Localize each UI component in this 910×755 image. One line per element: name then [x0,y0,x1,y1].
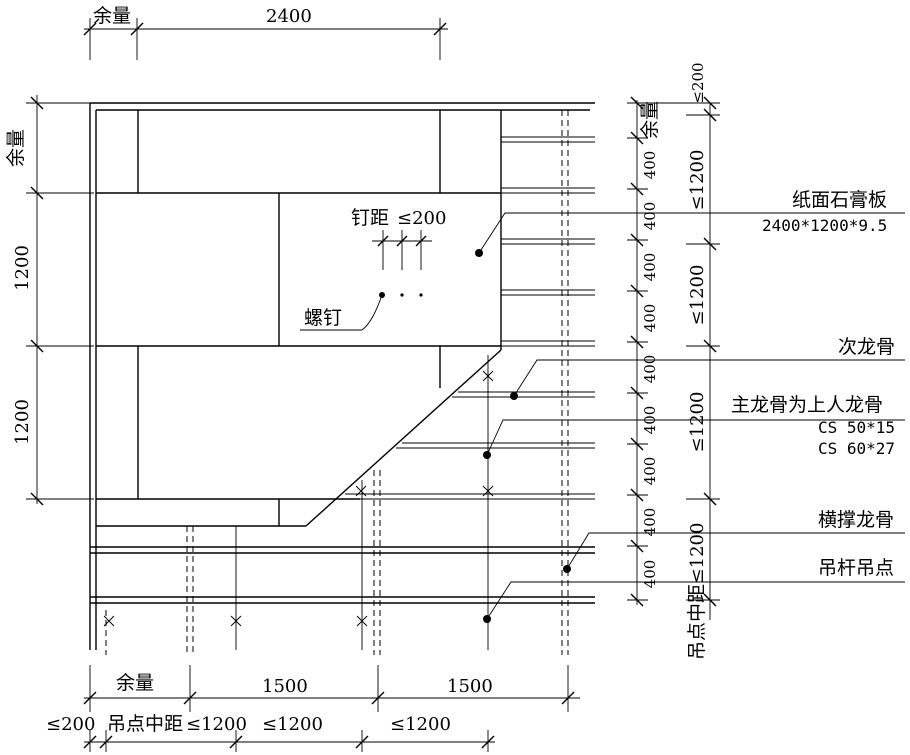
left-1200-label-a: 1200 [12,245,33,291]
hanger-point-label: 吊杆吊点 [818,557,894,579]
right-yuliang-label: 余量 [639,101,661,139]
hanger-rods [235,355,489,650]
bottom-le1200-label-a: ≤1200 [186,714,247,735]
left-1200-label-b: 1200 [12,399,33,445]
nail-spacing-label: 钉距 [351,207,389,229]
top-yuliang-label: 余量 [93,5,131,27]
leader-labels: 纸面石膏板 2400*1200*9.5 次龙骨 主龙骨为上人龙骨 CS 50*1… [475,188,905,623]
bottom-le1200-label-c: ≤1200 [390,714,451,735]
main-keel-spec-1: CS 50*15 [818,418,895,437]
top-dimension: 余量 2400 [83,5,448,60]
bottom-le1200-label-b: ≤1200 [262,714,323,735]
hanger-point-marks [103,370,494,627]
right-le1200-label-a: ≤1200 [687,150,708,211]
right-dimension: ≤200 余量 ≤1200 ≤1200 ≤1200 ≤1200 吊点中距 400… [627,62,720,660]
right-400-label-3: 400 [641,253,659,282]
gypsum-board-label: 纸面石膏板 [792,188,887,211]
right-le1200-label-d: ≤1200 [687,523,708,584]
right-400-label-7: 400 [641,457,659,486]
gypsum-board-size-label: 2400*1200*9.5 [762,216,887,235]
right-400-label-4: 400 [641,304,659,333]
main-keel-label: 主龙骨为上人龙骨 [731,394,883,416]
top-2400-label: 2400 [266,6,312,27]
nail-spacing-value: ≤200 [397,208,446,229]
secondary-keels [339,136,595,500]
gypsum-board-panels [89,102,595,650]
right-400-label-8: 400 [641,508,659,537]
bottom-1500-label-a: 1500 [262,676,308,697]
bottom-le200-label: ≤200 [46,714,95,735]
screw-detail: 钉距 ≤200 螺钉 [300,207,446,331]
right-le1200-label-b: ≤1200 [687,265,708,326]
right-400-label-1: 400 [641,151,659,180]
right-le1200-label-c: ≤1200 [687,392,708,453]
right-400-label-2: 400 [641,202,659,231]
right-400-label-9: 400 [641,560,659,589]
right-le200-label: ≤200 [689,62,707,103]
left-dimension: 余量 1200 1200 [5,95,94,506]
main-keel-spec-2: CS 60*27 [818,439,895,458]
right-diaodian-label: 吊点中距 [686,584,708,660]
bottom-dimension: 余量 1500 1500 ≤200 吊点中距 ≤1200 ≤1200 ≤1200 [46,665,580,752]
right-400-label-5: 400 [641,355,659,384]
bottom-1500-label-b: 1500 [447,676,493,697]
screw-label: 螺钉 [304,307,342,329]
cross-brace-keels [90,546,595,604]
secondary-keel-label: 次龙骨 [838,336,895,358]
bottom-diaodian-label: 吊点中距 [107,713,183,735]
cross-brace-keel-label: 横撑龙骨 [818,509,894,531]
main-keels [105,110,569,655]
bottom-yuliang-label: 余量 [116,672,154,694]
left-yuliang-label: 余量 [5,129,27,167]
